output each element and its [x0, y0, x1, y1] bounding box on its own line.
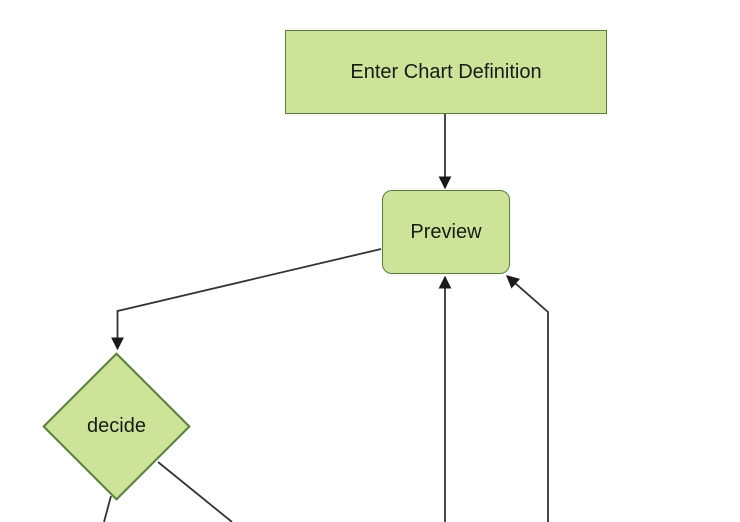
node-enter-chart-definition-label: Enter Chart Definition — [350, 60, 542, 83]
node-preview: Preview — [382, 190, 510, 274]
edge-preview-to-decide — [111, 248, 382, 351]
node-preview-label: Preview — [410, 220, 482, 243]
edge-decide-to-offscreen-right — [157, 461, 233, 522]
node-enter-chart-definition: Enter Chart Definition — [285, 30, 607, 114]
edge-bottom-right-to-preview — [506, 275, 549, 522]
node-decide-label: decide — [87, 415, 146, 437]
edge-decide-to-offscreen-left — [103, 495, 112, 522]
